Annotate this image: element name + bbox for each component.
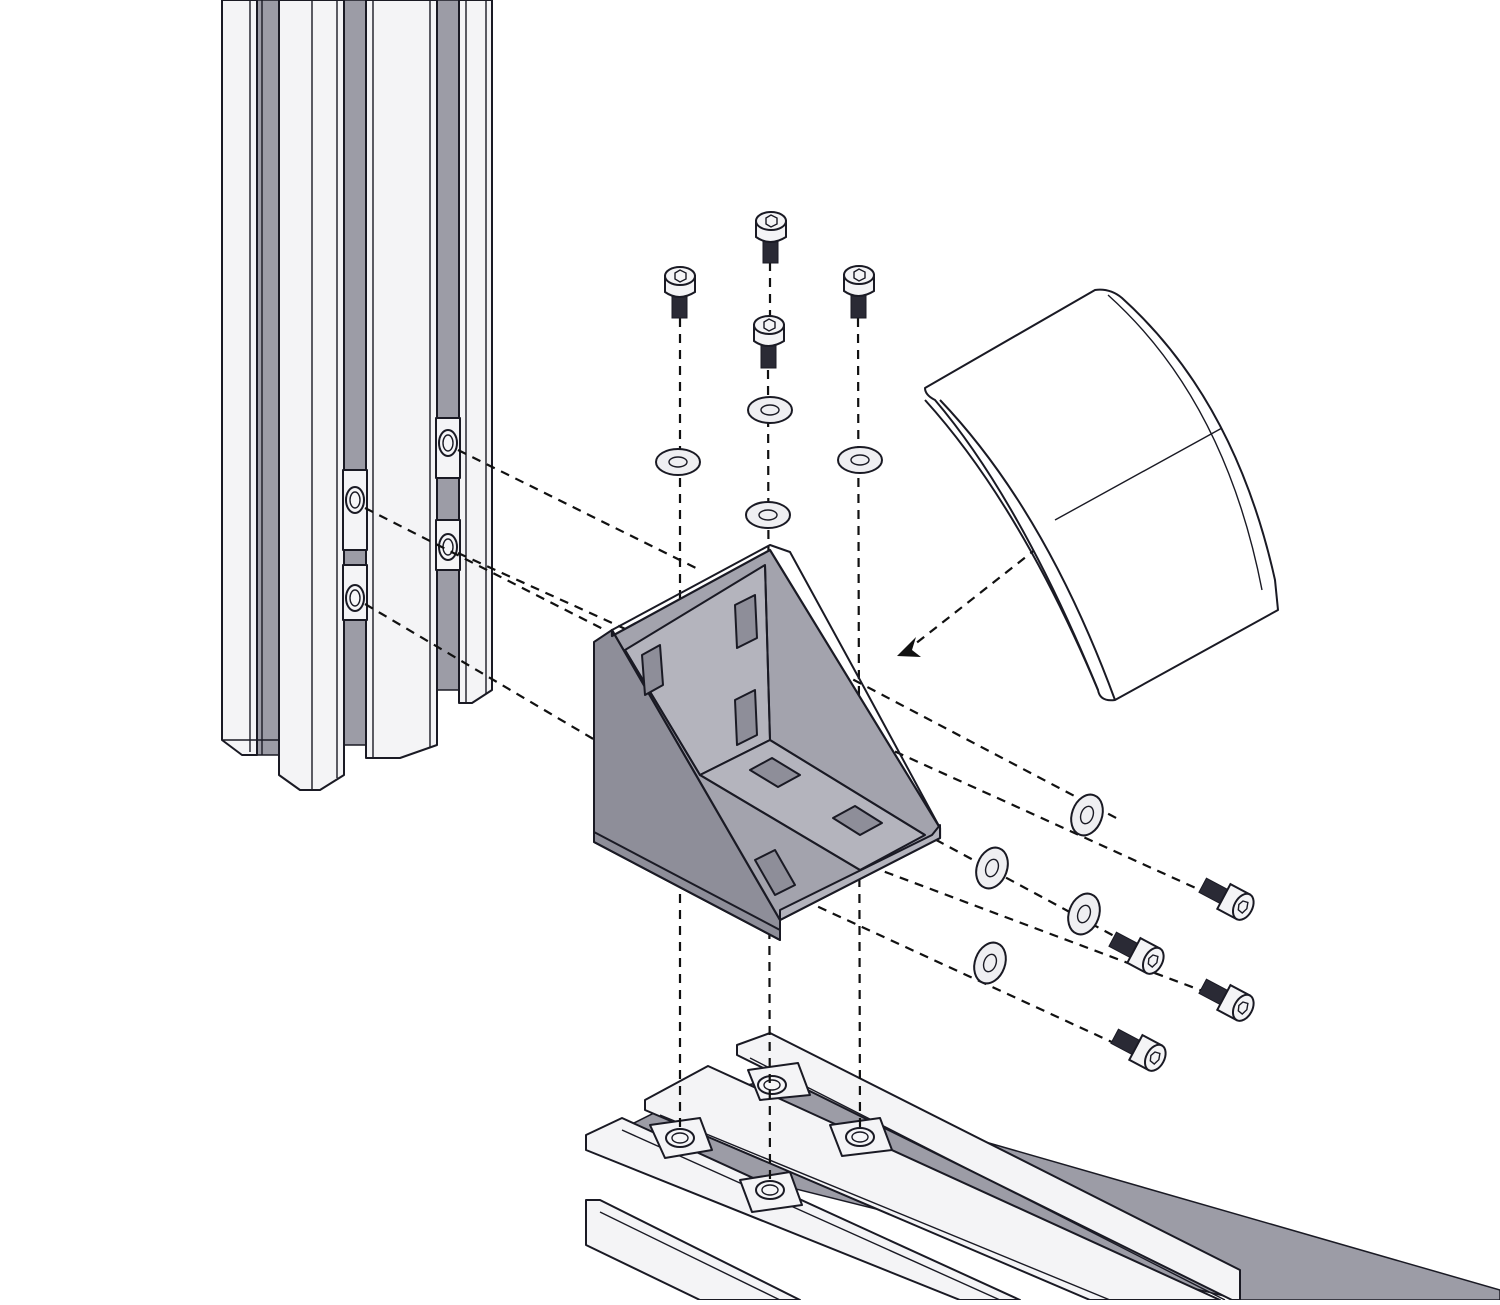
- horizontal-profile: [585, 1032, 1500, 1301]
- corner-bracket: [593, 544, 942, 941]
- t-nut-horizontal-3: [747, 1062, 811, 1101]
- vertical-profile: [221, 0, 493, 791]
- washer-icon: [973, 941, 1007, 985]
- screw-icon: [1198, 877, 1255, 921]
- washers: [655, 396, 1104, 985]
- screw-icon: [1198, 978, 1255, 1022]
- screw-icon: [1110, 1028, 1167, 1072]
- screw-icon: [1108, 931, 1165, 975]
- t-nut-vertical-2: [342, 564, 368, 621]
- washer-icon: [655, 448, 701, 476]
- screw-icon: [843, 265, 875, 319]
- arrowhead-icon: [897, 637, 921, 657]
- t-nut-horizontal-4: [829, 1117, 893, 1157]
- socket-head-screws-side: [1108, 877, 1255, 1072]
- t-nut-horizontal-1: [649, 1117, 713, 1159]
- washer-icon: [837, 446, 883, 474]
- t-nut-vertical-1: [342, 469, 368, 551]
- bracket-cover-cap: [924, 288, 1279, 702]
- screw-icon: [753, 315, 785, 369]
- t-nut-horizontal-2: [739, 1171, 803, 1213]
- washer-icon: [1070, 793, 1104, 837]
- screw-icon: [664, 266, 696, 319]
- washer-icon: [975, 846, 1009, 890]
- washer-icon: [745, 501, 791, 529]
- socket-head-screws-top: [664, 211, 875, 369]
- washer-icon: [747, 396, 793, 424]
- t-nut-vertical-3: [435, 417, 461, 479]
- screw-icon: [755, 211, 787, 264]
- washer-icon: [1067, 892, 1101, 936]
